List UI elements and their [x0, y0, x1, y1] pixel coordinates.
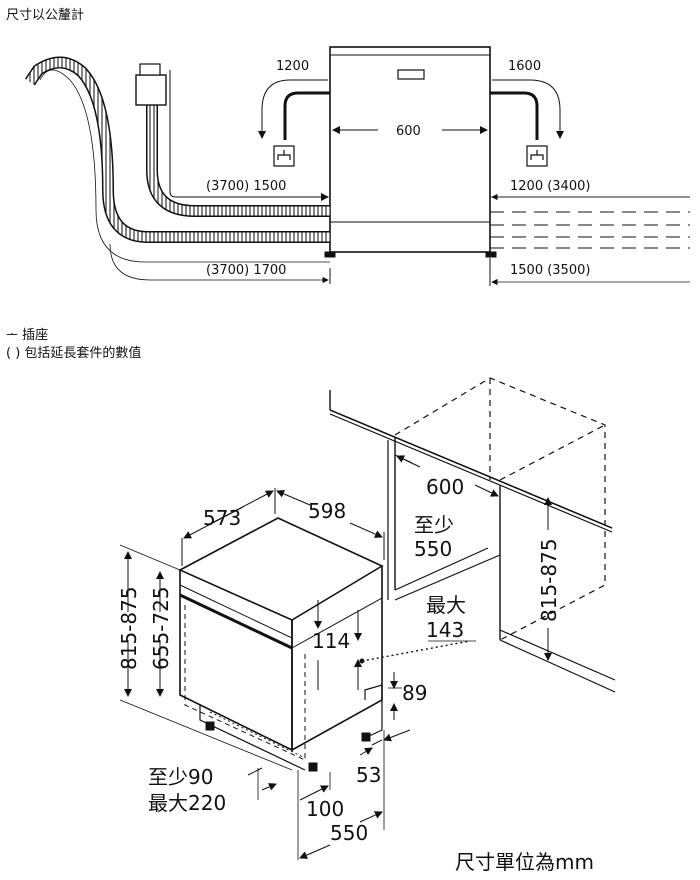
socket-legend-label: 插座	[22, 328, 49, 343]
control-display	[397, 69, 425, 80]
plinth-89-label: 89	[402, 681, 427, 705]
niche-width-label: 600	[426, 475, 464, 499]
units-footer: 尺寸單位為mm	[455, 850, 594, 874]
left-power-cable	[283, 91, 330, 140]
top-right-width-label: 1600	[508, 59, 541, 74]
min-label: 至少	[414, 513, 454, 537]
units-note: 尺寸以公釐計	[6, 8, 85, 23]
gap-100-label: 100	[306, 797, 344, 821]
max-label: 最大	[426, 593, 466, 617]
socket-symbol: ᅩ	[6, 328, 18, 343]
aquastop-box	[135, 74, 167, 106]
niche-height-label: 815-875	[537, 538, 561, 622]
right-power-cable	[490, 91, 539, 140]
panel-114-label: 114	[312, 629, 350, 653]
legend-paren: ( ) 包括延長套件的數值	[6, 346, 142, 361]
dishwasher-front	[179, 570, 293, 752]
width-label: 598	[308, 499, 346, 523]
socket-icon-right	[526, 145, 548, 167]
dishwasher-top	[178, 517, 384, 621]
dimension-labels: 1200 1600 600 (3700) 1500 (3700) 1700 12…	[117, 59, 590, 845]
legend-socket: ᅩ 插座	[6, 328, 48, 344]
install-view	[119, 377, 616, 860]
depth-550-label: 550	[330, 821, 368, 845]
plinth-min-label: 至少90	[148, 765, 213, 789]
hose-lower-right-label: 1500 (3500)	[510, 263, 590, 278]
max-offset-label: 143	[426, 618, 464, 642]
height-door-label: 655-725	[149, 586, 173, 670]
top-left-width-label: 1200	[276, 59, 309, 74]
hose-lower-left-label: (3700) 1700	[206, 263, 286, 278]
plinth-max-label: 最大220	[148, 791, 226, 815]
min-depth-label: 550	[414, 537, 452, 561]
foot-53-label: 53	[356, 763, 381, 787]
dishwasher-body	[329, 46, 491, 253]
top-cabinet-width-label: 600	[396, 124, 421, 139]
depth-label: 573	[203, 506, 241, 530]
socket-icon-left	[273, 145, 295, 167]
top-view	[25, 46, 690, 286]
height-total-label: 815-875	[117, 586, 141, 670]
countertop	[329, 390, 613, 529]
drain-hose	[146, 100, 330, 217]
hose-upper-right-label: 1200 (3400)	[510, 179, 590, 194]
hose-upper-left-label: (3700) 1500	[206, 179, 286, 194]
